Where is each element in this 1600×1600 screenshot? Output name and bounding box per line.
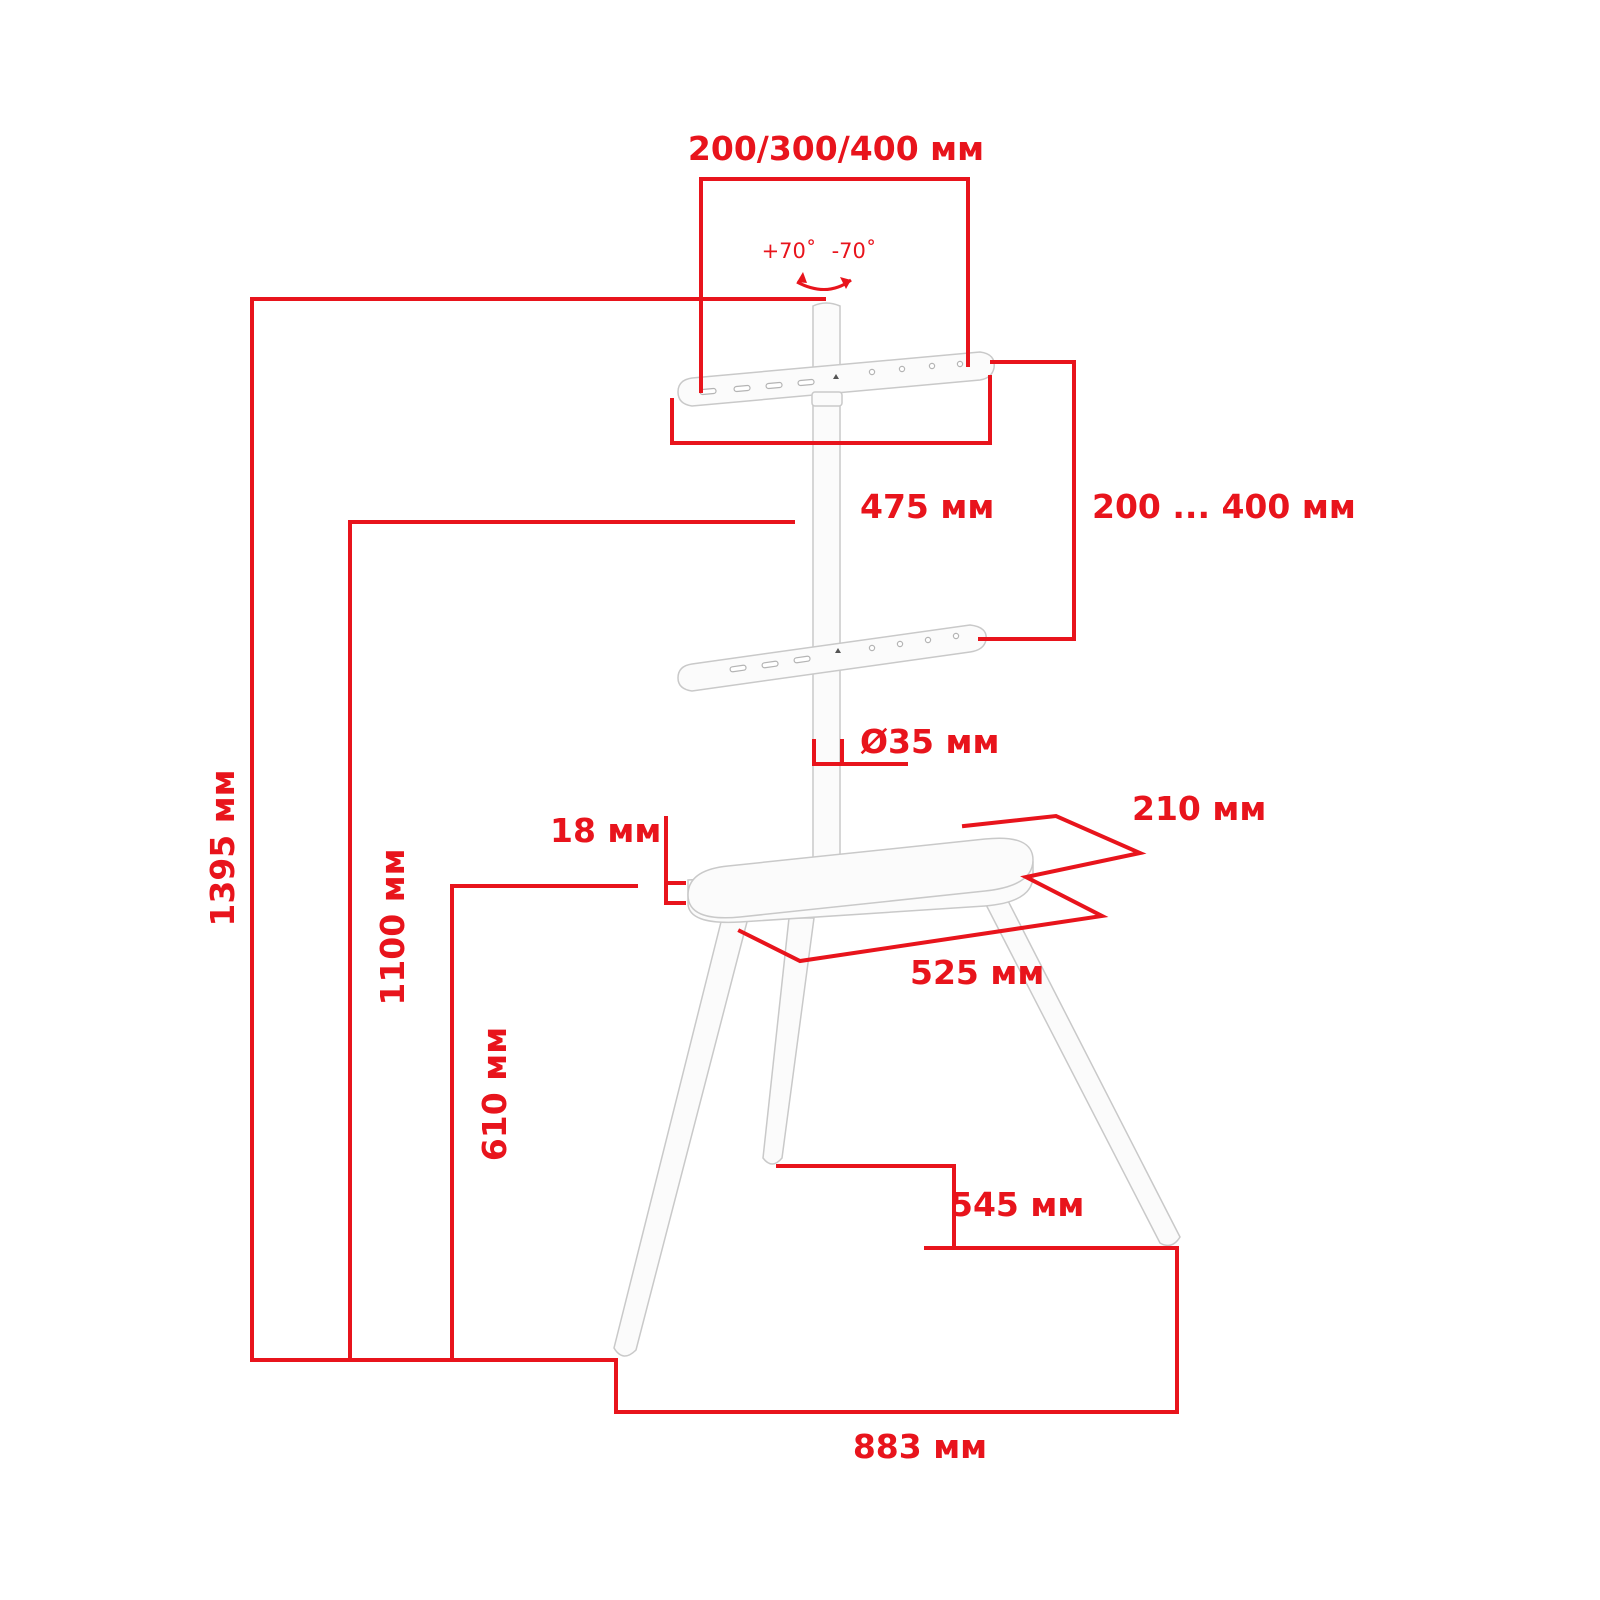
pole-diameter-label: Ø35 мм [860, 722, 999, 761]
shelf-thickness-label: 18 мм [550, 811, 661, 850]
vesa-width-label: 200/300/400 мм [688, 129, 984, 168]
shelf-width-label: 525 мм [910, 953, 1044, 992]
pole-diameter-line [812, 739, 908, 766]
upper-mounting-bracket [677, 351, 995, 407]
top-bracket-height-line [348, 520, 795, 1362]
base-width-label: 883 мм [853, 1427, 987, 1466]
dimension-lines [250, 177, 1179, 1414]
top-bracket-height-label: 1100 мм [373, 848, 412, 1005]
vesa-width-line [699, 177, 970, 393]
total-height-label: 1395 мм [203, 769, 242, 926]
dimension-labels: 200/300/400 мм +70˚ -70˚ 475 мм 200 ... … [203, 129, 1356, 1466]
upper-bracket-span-line [670, 375, 992, 445]
shelf-depth-line [737, 813, 1147, 964]
rear-leg-offset-label: 545 мм [950, 1185, 1084, 1224]
tilt-plus-label: +70˚ [762, 239, 817, 263]
bracket-spacing-line [978, 360, 1076, 641]
back-leg [762, 917, 815, 1165]
bracket-spacing-label: 200 ... 400 мм [1092, 487, 1356, 526]
tv-easel-stand-icon [613, 302, 1181, 1357]
shelf-thickness-line [664, 816, 686, 905]
shelf [687, 837, 1034, 924]
tilt-minus-label: -70˚ [832, 239, 877, 263]
rear-leg-offset-line [776, 1164, 956, 1250]
right-front-leg [978, 892, 1181, 1247]
lower-mounting-bracket [677, 624, 987, 692]
shelf-height-label: 610 мм [475, 1027, 514, 1161]
tilt-arrow-icon [796, 272, 852, 291]
total-height-line [250, 297, 1179, 1414]
shelf-depth-label: 210 мм [1132, 789, 1266, 828]
shelf-height-line [450, 884, 638, 1362]
left-front-leg [613, 917, 749, 1357]
pole-height-label: 475 мм [860, 487, 994, 526]
